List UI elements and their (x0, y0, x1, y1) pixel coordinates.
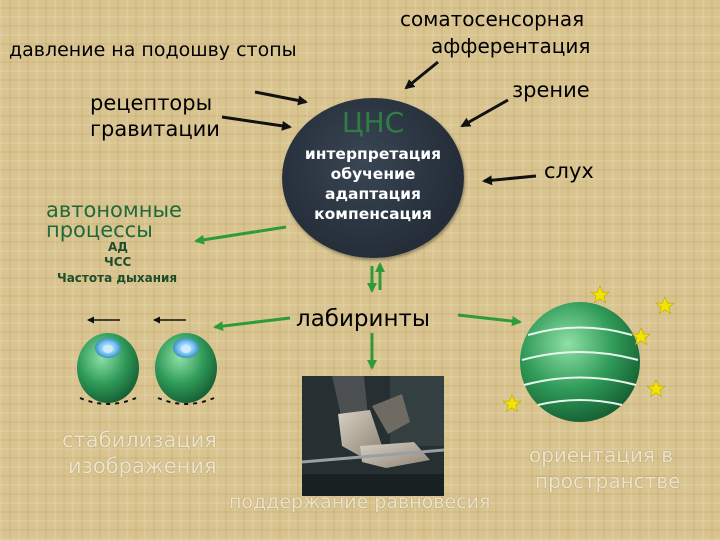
label-gravity-line1: рецепторы (90, 91, 213, 115)
label-stabilization-line2: изображения (68, 454, 217, 478)
label-labyrinths: лабиринты (296, 306, 431, 332)
arrow-vision (460, 98, 509, 128)
globe-icon (520, 302, 640, 422)
eyeball-icon (155, 333, 217, 405)
cns-function-interpretation: интерпретация (304, 145, 442, 163)
arrow-labyrinth-eyes (213, 316, 291, 332)
label-autonomic-line2: процессы (46, 218, 153, 242)
label-hearing: слух (544, 159, 594, 183)
photo-feet-tightrope (302, 376, 444, 496)
label-stabilization-line1: стабилизация (62, 428, 217, 452)
cns-function-compensation: компенсация (314, 205, 432, 223)
star-icon (646, 379, 666, 398)
star-icon (655, 296, 675, 315)
eyeball-icon (77, 333, 139, 405)
label-orientation-line1: ориентация в (529, 443, 674, 467)
arrow-labyrinth-globe (457, 313, 522, 327)
arrow-foot-pressure (254, 90, 308, 106)
label-autonomic-line1: автономные (46, 198, 182, 222)
cns-functions: интерпретация обучение адаптация компенс… (282, 144, 464, 224)
star-icon (502, 394, 522, 413)
arrow-hearing (482, 174, 537, 186)
cns-title: ЦНС (341, 106, 405, 139)
label-vision: зрение (512, 78, 590, 102)
label-somatosensory-line1: соматосенсорная (400, 7, 585, 31)
label-gravity-line2: гравитации (90, 117, 220, 141)
cns-circle: ЦНС интерпретация обучение адаптация ком… (282, 98, 464, 258)
label-orientation-line2: пространстве (535, 469, 681, 493)
star-icon (590, 285, 610, 304)
label-somatosensory-line2: афферентация (431, 34, 591, 58)
arrow-somatosensory (404, 60, 439, 90)
label-breathing: Частота дыхания (57, 271, 178, 285)
arrow-autonomic (194, 225, 287, 245)
label-ad: АД (108, 240, 128, 254)
label-hr: ЧСС (104, 255, 132, 269)
label-foot-pressure: давление на подошву стопы (9, 39, 297, 61)
star-icon (631, 327, 651, 346)
cns-function-adaptation: адаптация (325, 185, 421, 203)
label-balance: поддержание равновесия (229, 491, 491, 513)
cns-function-learning: обучение (330, 165, 416, 183)
arrow-gravity (221, 115, 292, 131)
